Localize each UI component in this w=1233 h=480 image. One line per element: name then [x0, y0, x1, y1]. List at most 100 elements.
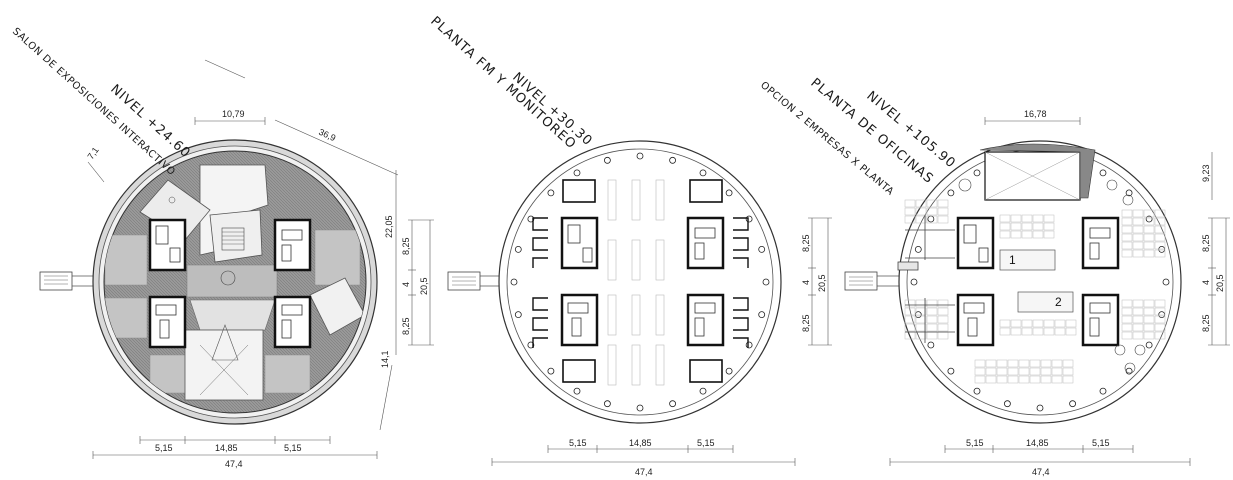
desk: [1132, 307, 1144, 316]
desk: [996, 375, 1008, 384]
desk: [1010, 319, 1022, 328]
column-marker: [745, 341, 753, 349]
dim-p3-r4: 8,25: [1201, 314, 1211, 332]
room-2-label: 2: [1055, 295, 1062, 309]
dim-p3-r1: 9,23: [1201, 164, 1211, 182]
plan-nivel-30-30: [447, 140, 782, 424]
column-marker: [1125, 189, 1133, 197]
column-marker: [1145, 341, 1153, 349]
desk: [1062, 359, 1074, 368]
room-1-label: 1: [1009, 253, 1016, 267]
plan-nivel-105-90: 1 2: [844, 140, 1182, 424]
column-marker: [514, 311, 522, 319]
desk: [999, 327, 1011, 336]
column-marker: [573, 387, 581, 395]
dim-p1-r4: 8,25: [401, 317, 411, 335]
dim-p3-bc: 14,85: [1026, 438, 1049, 448]
column-marker: [927, 341, 935, 349]
desk: [1154, 249, 1166, 258]
desk: [1043, 327, 1055, 336]
desk: [999, 319, 1011, 328]
dim-p2-bc: 14,85: [629, 438, 652, 448]
desk: [926, 215, 938, 224]
desk: [974, 367, 986, 376]
dim-p1-r1: 22,05: [384, 215, 394, 238]
desk: [1154, 299, 1166, 308]
desk: [999, 230, 1011, 239]
desk: [1121, 225, 1133, 234]
desk: [937, 207, 949, 216]
column-marker: [1162, 278, 1170, 286]
desk: [937, 307, 949, 316]
desk: [1010, 222, 1022, 231]
column-marker: [762, 278, 770, 286]
desk: [1154, 233, 1166, 242]
desk: [926, 299, 938, 308]
plan-2-name: PLANTA FM Y MONITOREO: [427, 14, 579, 153]
desk: [1062, 367, 1074, 376]
desk: [937, 315, 949, 324]
desk: [985, 367, 997, 376]
column-marker: [510, 278, 518, 286]
dim-p3-r5: 20,5: [1215, 274, 1225, 292]
desk: [1154, 323, 1166, 332]
desk: [1065, 327, 1077, 336]
desk: [915, 307, 927, 316]
column-marker: [636, 404, 644, 412]
column-marker: [1158, 311, 1166, 319]
desk: [1043, 319, 1055, 328]
dim-p1-r5: 20,5: [419, 277, 429, 295]
desk: [999, 214, 1011, 223]
desk: [1043, 222, 1055, 231]
desk: [926, 307, 938, 316]
dim-p3-r3: 4: [1201, 280, 1211, 285]
desk: [1043, 230, 1055, 239]
desk: [1010, 214, 1022, 223]
desk: [1032, 319, 1044, 328]
column-marker: [910, 278, 918, 286]
desk: [1040, 367, 1052, 376]
column-marker: [1158, 245, 1166, 253]
desk: [1062, 375, 1074, 384]
column-marker: [547, 189, 555, 197]
desk: [1021, 327, 1033, 336]
perimeter-columns: [510, 152, 770, 412]
desk: [926, 207, 938, 216]
desk: [1054, 327, 1066, 336]
desk: [1132, 331, 1144, 340]
column-marker: [547, 367, 555, 375]
column-marker: [973, 169, 981, 177]
desk: [926, 199, 938, 208]
desk: [915, 299, 927, 308]
desk: [1132, 241, 1144, 250]
desk: [1121, 241, 1133, 250]
desk: [1154, 225, 1166, 234]
desk: [1154, 209, 1166, 218]
desk: [1121, 307, 1133, 316]
desk: [1021, 319, 1033, 328]
desk: [1051, 367, 1063, 376]
column-marker: [669, 156, 677, 164]
column-marker: [1099, 387, 1107, 395]
desk: [926, 315, 938, 324]
desk: [926, 323, 938, 332]
desk: [1121, 209, 1133, 218]
dim-p2-r2: 8,25: [801, 234, 811, 252]
desk: [1132, 217, 1144, 226]
column-marker: [1099, 169, 1107, 177]
dim-p2-bl: 5,15: [569, 438, 587, 448]
dim-p3-r2: 8,25: [1201, 234, 1211, 252]
desk: [996, 359, 1008, 368]
desk: [1121, 249, 1133, 258]
desk: [1018, 367, 1030, 376]
column-marker: [514, 245, 522, 253]
desk: [1054, 319, 1066, 328]
desk: [1132, 315, 1144, 324]
desk: [1143, 323, 1155, 332]
desk: [904, 207, 916, 216]
desk: [1029, 359, 1041, 368]
desk: [904, 299, 916, 308]
dim-p2-btot: 47,4: [635, 467, 653, 477]
column-marker: [758, 311, 766, 319]
column-marker: [947, 367, 955, 375]
